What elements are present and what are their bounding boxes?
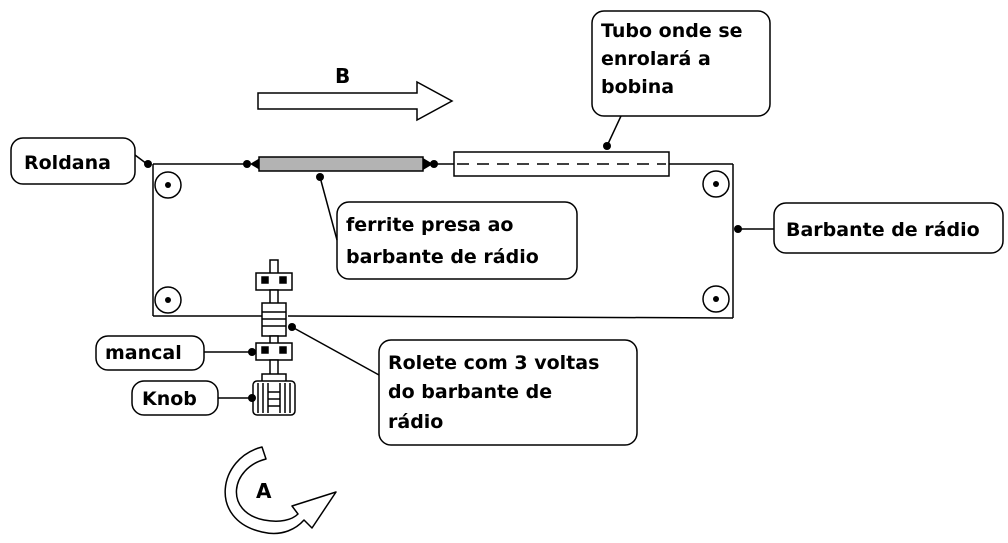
barbante-callout: Barbante de rádio xyxy=(734,202,1004,254)
rolete-label-line2: do barbante de xyxy=(388,381,552,403)
ferrite-rod xyxy=(243,156,438,172)
knob-callout: Knob xyxy=(131,380,256,416)
ferrite-label-line1: ferrite presa ao xyxy=(346,214,513,236)
coil-tube xyxy=(453,151,670,177)
mancal-callout: mancal xyxy=(95,335,256,371)
rolete-label-line1: Rolete com 3 voltas xyxy=(388,352,599,374)
rolete-label-line3: rádio xyxy=(388,411,443,433)
roldana-callout: Roldana xyxy=(10,137,152,185)
roldana-label: Roldana xyxy=(24,152,111,174)
tubo-label-line2: enrolará a xyxy=(601,48,711,70)
knob-label: Knob xyxy=(142,388,197,410)
pulley-bottom-left xyxy=(154,286,182,314)
ferrite-label-line2: barbante de rádio xyxy=(346,246,539,268)
string-loop xyxy=(152,163,734,319)
barbante-label: Barbante de rádio xyxy=(786,219,980,241)
rolete-callout: Rolete com 3 voltas do barbante de rádio xyxy=(288,323,638,446)
tubo-callout: Tubo onde se enrolará a bobina xyxy=(591,10,771,150)
mancal-label: mancal xyxy=(105,342,182,364)
arrow-b-label: B xyxy=(335,64,350,88)
knob-icon xyxy=(252,373,296,416)
arrow-b xyxy=(257,80,454,122)
rotation-arrow-a xyxy=(224,446,337,535)
pulley-top-right xyxy=(702,170,730,198)
pulley-top-left xyxy=(154,171,182,199)
arrow-a-label: A xyxy=(256,479,272,503)
tubo-label-line3: bobina xyxy=(601,76,674,98)
pulley-bottom-right xyxy=(702,285,730,313)
ferrite-callout: ferrite presa ao barbante de rádio xyxy=(316,173,578,280)
tubo-label-line1: Tubo onde se xyxy=(601,20,743,42)
tuning-shaft xyxy=(255,259,293,377)
